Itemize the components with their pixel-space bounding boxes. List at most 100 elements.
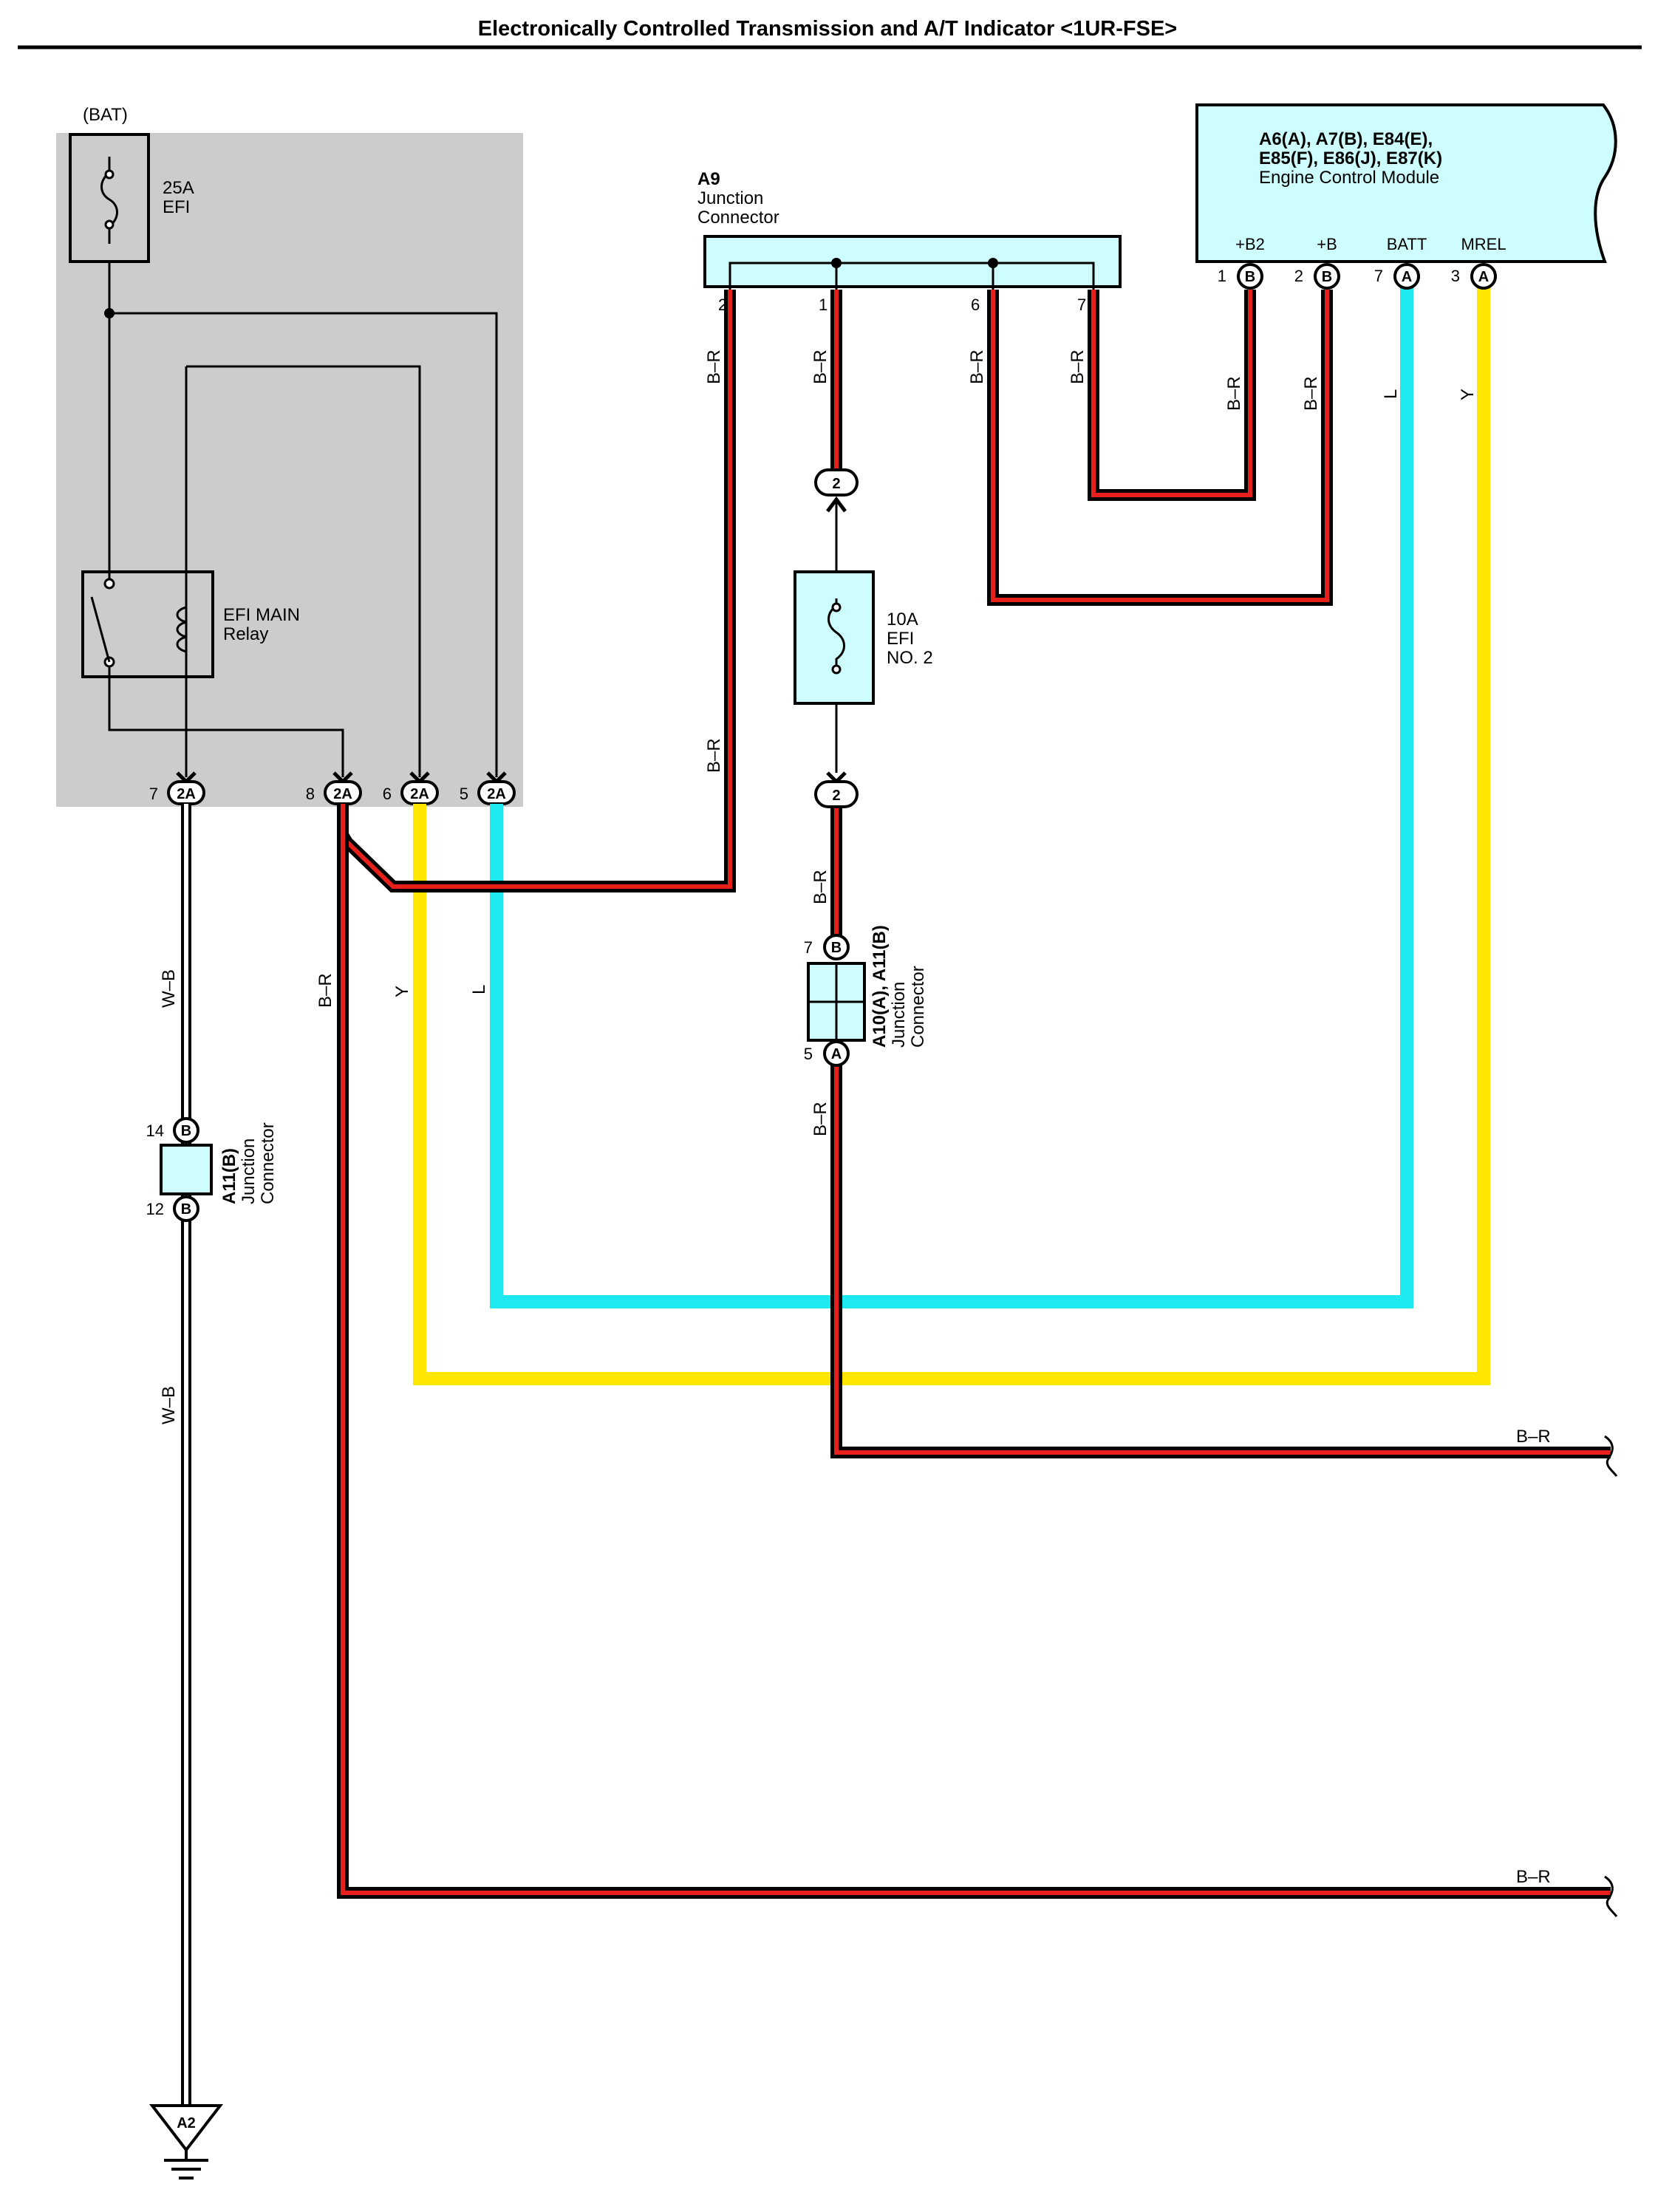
svg-text:7: 7: [804, 938, 813, 957]
svg-text:A2: A2: [177, 2115, 196, 2131]
label-y-left: Y: [392, 986, 412, 997]
label-br-ecm-b: B–R: [1301, 376, 1321, 411]
svg-text:5: 5: [804, 1045, 813, 1063]
label-br-mid-lower: B–R: [811, 1102, 830, 1136]
ecm-terminal-batt: BATT A 7: [1374, 235, 1427, 290]
label-br-a9-2-lower: B–R: [704, 738, 724, 773]
a10-a11-code: A10(A), A11(B): [870, 925, 890, 1048]
svg-text:B: B: [181, 1123, 191, 1139]
label-br-left: B–R: [315, 973, 335, 1008]
wire-l-batt: [490, 284, 1413, 1308]
svg-text:B: B: [1322, 269, 1332, 285]
wire-br-b2: [1088, 290, 1256, 501]
a9-pin-7: 7: [1077, 296, 1086, 314]
inline-connector-upper: 2: [814, 468, 859, 570]
label-br-a9-7: B–R: [1068, 349, 1088, 384]
wire-br-efi2: [830, 290, 1611, 1458]
label-wb-upper: W–B: [159, 969, 179, 1008]
wire-y-mrel: [413, 284, 1490, 1385]
a11b-code: A11(B): [219, 1148, 239, 1204]
svg-text:B: B: [831, 940, 842, 956]
pin-2a-5: 2A 5: [460, 771, 516, 805]
ecm-connectors-line1: A6(A), A7(B), E84(E),: [1259, 129, 1433, 149]
label-l-left: L: [469, 985, 489, 994]
ground-a2: A2: [149, 2104, 224, 2179]
power-source-label: (BAT): [83, 105, 128, 125]
a10-a11-line1: Junction: [889, 982, 909, 1048]
svg-text:2: 2: [832, 476, 840, 492]
svg-text:2: 2: [832, 788, 840, 804]
svg-text:2A: 2A: [410, 786, 429, 802]
svg-text:+B2: +B2: [1235, 235, 1265, 253]
label-wb-lower: W–B: [159, 1386, 179, 1424]
svg-text:A: A: [831, 1046, 842, 1062]
svg-text:A: A: [1478, 269, 1489, 285]
svg-text:B: B: [181, 1201, 191, 1218]
svg-text:A: A: [1402, 269, 1412, 285]
relay-label-line2: Relay: [223, 624, 268, 644]
label-br-right-lower: B–R: [1516, 1867, 1551, 1887]
svg-text:3: 3: [1451, 267, 1460, 285]
label-br-a9-6: B–R: [967, 349, 987, 384]
ecm-name: Engine Control Module: [1259, 168, 1439, 188]
a11b-junction-connector: B 14 B 12: [146, 1117, 213, 1222]
svg-text:6: 6: [383, 785, 392, 803]
ecm-terminal-b2: +B2 B 1: [1218, 235, 1265, 290]
svg-text:2A: 2A: [177, 786, 196, 802]
efi-fuse-name: EFI: [163, 197, 190, 217]
svg-text:BATT: BATT: [1387, 235, 1427, 253]
a9-code: A9: [697, 169, 720, 189]
svg-text:2A: 2A: [333, 786, 352, 802]
page-title: Electronically Controlled Transmission a…: [478, 17, 1177, 41]
relay-block: [56, 133, 523, 807]
svg-text:7: 7: [149, 785, 158, 803]
svg-text:14: 14: [146, 1122, 164, 1140]
relay-label-line1: EFI MAIN: [223, 605, 300, 625]
label-br-mid-upper: B–R: [811, 870, 830, 904]
wire-break-upper: [1604, 1435, 1618, 1477]
label-br-a9-2: B–R: [704, 349, 724, 384]
efi-no2-fuse: [794, 570, 875, 773]
label-br-a9-1: B–R: [811, 349, 830, 384]
label-l-ecm: L: [1381, 389, 1401, 399]
a9-pin-6: 6: [971, 296, 980, 314]
a10-a11-line2: Connector: [908, 966, 928, 1048]
a9-line2: Connector: [697, 208, 779, 228]
efi-fuse-rating: 25A: [163, 178, 194, 198]
wire-br-main: [337, 290, 1611, 1899]
label-br-ecm-b2: B–R: [1224, 376, 1244, 411]
inline-connector-lower: 2: [814, 771, 859, 808]
a10-a11-junction-connector: B 7 A 5: [804, 934, 866, 1067]
svg-text:2: 2: [1294, 267, 1303, 285]
a9-line1: Junction: [697, 188, 763, 208]
wire-br-b: [987, 290, 1333, 606]
a9-pin-2: 2: [718, 296, 727, 314]
wire-labels: W–B W–B B–R Y L B–R B–R B–R B–R B–R B–R …: [159, 349, 1551, 1887]
efi2-line1: EFI: [887, 629, 914, 649]
label-y-ecm: Y: [1458, 389, 1478, 400]
splice-dot: [104, 308, 115, 318]
ecm-terminal-b: +B B 2: [1294, 235, 1340, 290]
a9-junction-connector: [703, 235, 1122, 290]
svg-text:MREL: MREL: [1461, 235, 1506, 253]
svg-text:5: 5: [460, 785, 468, 803]
wire-break-lower: [1604, 1875, 1618, 1917]
svg-text:B: B: [1245, 269, 1255, 285]
ecm-connectors-line2: E85(F), E86(J), E87(K): [1259, 149, 1442, 168]
label-br-right-upper: B–R: [1516, 1427, 1551, 1447]
a11b-line1: Junction: [239, 1139, 259, 1204]
svg-text:8: 8: [306, 785, 315, 803]
a11b-line2: Connector: [258, 1122, 278, 1204]
efi2-line2: NO. 2: [887, 648, 933, 668]
svg-text:2A: 2A: [487, 786, 506, 802]
svg-text:12: 12: [146, 1200, 164, 1218]
efi-main-relay: [81, 570, 214, 678]
engine-control-module: [1195, 103, 1617, 263]
svg-text:+B: +B: [1317, 235, 1337, 253]
a9-pin-1: 1: [819, 296, 828, 314]
svg-text:1: 1: [1218, 267, 1226, 285]
ecm-terminal-mrel: MREL A 3: [1451, 235, 1506, 290]
svg-text:7: 7: [1374, 267, 1383, 285]
efi2-rating: 10A: [887, 610, 918, 629]
